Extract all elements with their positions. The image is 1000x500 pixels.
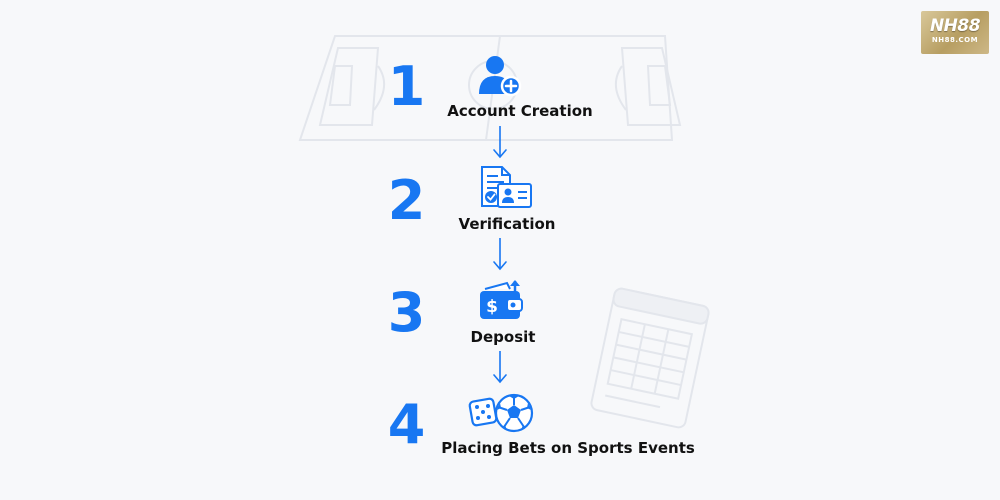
connector-arrow-3 bbox=[493, 351, 507, 384]
connector-arrow-2 bbox=[493, 238, 507, 271]
step-3-label: Deposit bbox=[470, 328, 536, 346]
svg-text:$: $ bbox=[486, 297, 498, 317]
step-2-label: Verification bbox=[458, 215, 556, 233]
step-2-number: 2 bbox=[387, 169, 426, 232]
step-1-label: Account Creation bbox=[447, 102, 593, 120]
dice-and-soccer-ball-icon bbox=[468, 393, 534, 433]
step-4-number: 4 bbox=[387, 393, 426, 456]
step-3-number: 3 bbox=[387, 281, 426, 344]
brand-logo: NH88 NH88.COM bbox=[921, 11, 989, 54]
step-1-number: 1 bbox=[387, 55, 426, 118]
wallet-icon: $ bbox=[480, 280, 523, 319]
user-add-icon bbox=[479, 56, 522, 97]
id-document-icon bbox=[481, 166, 532, 208]
step-4-label: Placing Bets on Sports Events bbox=[441, 439, 695, 457]
connector-arrow-1 bbox=[493, 126, 507, 159]
